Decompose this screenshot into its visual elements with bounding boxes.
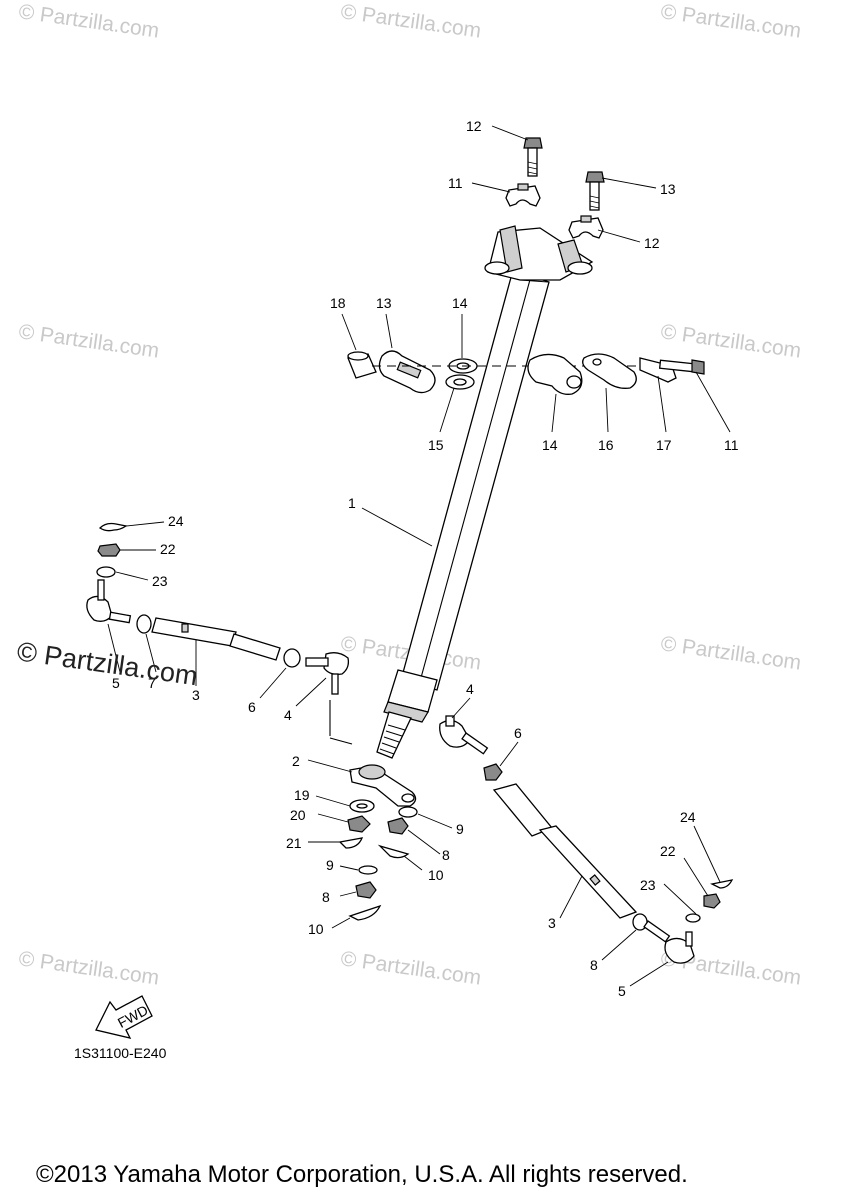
callout-4: 4 xyxy=(466,681,474,697)
callout-8: 8 xyxy=(322,889,330,905)
bolt-12-left xyxy=(523,137,543,177)
pitman-arm xyxy=(329,737,417,807)
callout-22: 22 xyxy=(160,541,176,557)
callout-3: 3 xyxy=(548,915,556,931)
bolt-12-right xyxy=(585,171,605,211)
callout-23: 23 xyxy=(152,573,168,589)
watermark: © Partzilla.com xyxy=(17,320,160,362)
callout-12: 12 xyxy=(466,118,482,134)
handlebar-holder-left xyxy=(505,183,541,207)
watermark: © Partzilla.com xyxy=(17,0,160,42)
callout-13: 14 xyxy=(542,437,558,453)
leader-lines xyxy=(107,125,731,987)
left-tie-rod-assembly xyxy=(86,522,350,736)
pitman-hardware xyxy=(338,799,418,921)
handlebar-holder-right xyxy=(568,215,604,239)
copyright: ©2013 Yamaha Motor Corporation, U.S.A. A… xyxy=(36,1161,688,1188)
callout-13: 13 xyxy=(376,295,392,311)
watermark: © Partzilla.com xyxy=(17,947,160,989)
callout-1: 1 xyxy=(348,495,356,511)
callout-17: 17 xyxy=(656,437,672,453)
callout-9: 9 xyxy=(326,857,334,873)
watermark-layer: © Partzilla.com © Partzilla.com © Partzi… xyxy=(17,0,802,989)
callout-19: 19 xyxy=(294,787,310,803)
callout-labels: 12 11 13 12 18 13 14 15 14 16 17 11 1 24… xyxy=(112,118,739,999)
callout-4: 4 xyxy=(284,707,292,723)
callout-6: 6 xyxy=(514,725,522,741)
callout-23: 23 xyxy=(640,877,656,893)
watermark-overlay: © Partzilla.com xyxy=(15,636,199,691)
watermark: © Partzilla.com xyxy=(339,947,482,989)
callout-7: 8 xyxy=(590,957,598,973)
callout-18: 18 xyxy=(330,295,346,311)
callout-5: 5 xyxy=(618,983,626,999)
steering-column xyxy=(376,225,594,759)
watermark: © Partzilla.com xyxy=(659,320,802,362)
callout-22: 22 xyxy=(660,843,676,859)
callout-11: 12 xyxy=(644,235,660,251)
right-tie-rod-assembly xyxy=(439,715,734,964)
callout-14: 14 xyxy=(452,295,468,311)
callout-14: 15 xyxy=(428,437,444,453)
callout-10: 10 xyxy=(308,921,324,937)
callout-7: 7 xyxy=(148,675,156,691)
callout-2: 2 xyxy=(292,753,300,769)
callout-9: 9 xyxy=(456,821,464,837)
callout-12: 13 xyxy=(660,181,676,197)
watermark: © Partzilla.com xyxy=(339,0,482,42)
callout-15: 16 xyxy=(598,437,614,453)
callout-6: 6 xyxy=(248,699,256,715)
callout-20: 20 xyxy=(290,807,306,823)
callout-16: 11 xyxy=(724,437,739,453)
callout-11: 11 xyxy=(448,175,463,191)
watermark: © Partzilla.com xyxy=(659,632,802,674)
callout-24: 24 xyxy=(680,809,696,825)
callout-10: 10 xyxy=(428,867,444,883)
watermark: © Partzilla.com xyxy=(659,0,802,42)
callout-24: 24 xyxy=(168,513,184,529)
diagram-code: 1S31100-E240 xyxy=(74,1045,167,1061)
callout-21: 21 xyxy=(286,835,302,851)
callout-3: 3 xyxy=(192,687,200,703)
column-holder-assembly xyxy=(347,350,705,395)
callout-8: 8 xyxy=(442,847,450,863)
fwd-arrow-icon: FWD xyxy=(95,995,153,1039)
callout-5: 5 xyxy=(112,675,120,691)
